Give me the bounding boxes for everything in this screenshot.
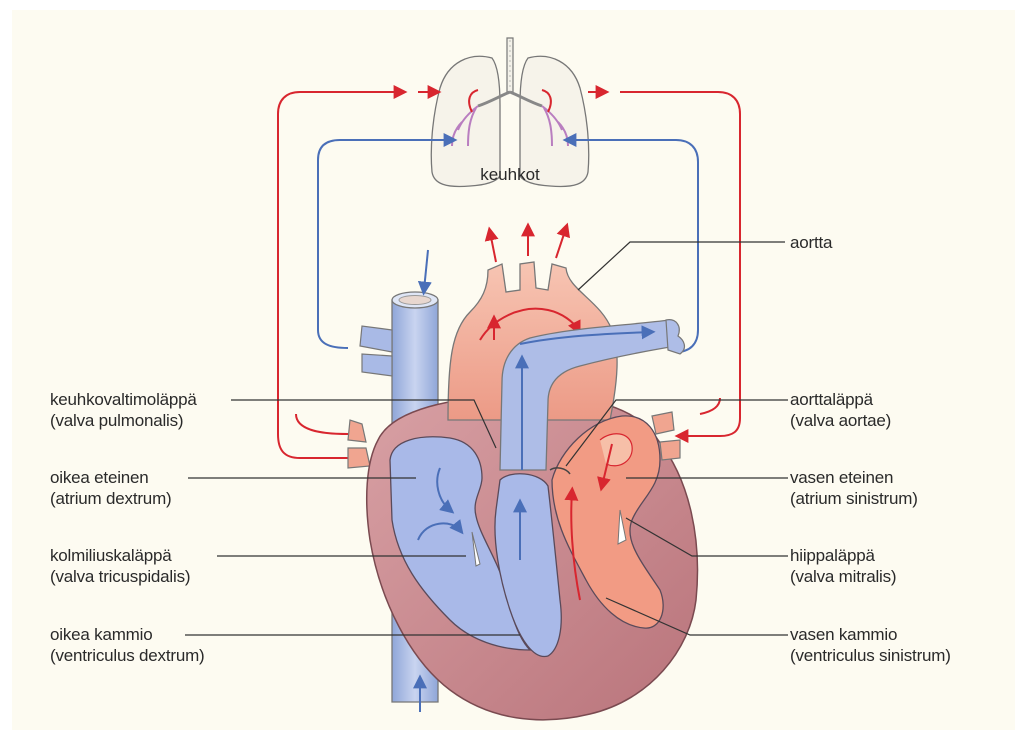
- label-left-ventricle-la: (ventriculus sinistrum): [790, 645, 951, 666]
- label-aortic-valve-fi: aorttaläppä: [790, 389, 891, 410]
- label-pulmonary-valve-la: (valva pulmonalis): [50, 410, 197, 431]
- label-right-atrium-la: (atrium dextrum): [50, 488, 172, 509]
- label-pulmonary-valve: keuhkovaltimoläppä (valva pulmonalis): [50, 389, 197, 431]
- label-right-atrium-fi: oikea eteinen: [50, 467, 172, 488]
- label-aortic-valve-la: (valva aortae): [790, 410, 891, 431]
- label-left-atrium-la: (atrium sinistrum): [790, 488, 918, 509]
- label-mitral-valve: hiippaläppä (valva mitralis): [790, 545, 896, 587]
- label-tricuspid-valve-la: (valva tricuspidalis): [50, 566, 190, 587]
- left-pulmonary-arteries: [348, 420, 370, 468]
- label-right-atrium: oikea eteinen (atrium dextrum): [50, 467, 172, 509]
- label-mitral-valve-fi: hiippaläppä: [790, 545, 896, 566]
- lungs-label: keuhkot: [480, 165, 540, 184]
- label-aorta-fi: aortta: [790, 233, 832, 252]
- label-pulmonary-valve-fi: keuhkovaltimoläppä: [50, 389, 197, 410]
- label-left-atrium: vasen eteinen (atrium sinistrum): [790, 467, 918, 509]
- left-pulmonary-veins: [360, 326, 392, 376]
- aortic-branch-arrows: [490, 228, 566, 262]
- label-mitral-valve-la: (valva mitralis): [790, 566, 896, 587]
- label-tricuspid-valve-fi: kolmiliuskaläppä: [50, 545, 190, 566]
- label-left-ventricle-fi: vasen kammio: [790, 624, 951, 645]
- label-aorta: aortta: [790, 232, 832, 253]
- label-left-atrium-fi: vasen eteinen: [790, 467, 918, 488]
- label-right-ventricle-la: (ventriculus dextrum): [50, 645, 205, 666]
- label-left-ventricle: vasen kammio (ventriculus sinistrum): [790, 624, 951, 666]
- lungs: keuhkot: [431, 38, 588, 186]
- label-aortic-valve: aorttaläppä (valva aortae): [790, 389, 891, 431]
- label-right-ventricle-fi: oikea kammio: [50, 624, 205, 645]
- label-tricuspid-valve: kolmiliuskaläppä (valva tricuspidalis): [50, 545, 190, 587]
- label-right-ventricle: oikea kammio (ventriculus dextrum): [50, 624, 205, 666]
